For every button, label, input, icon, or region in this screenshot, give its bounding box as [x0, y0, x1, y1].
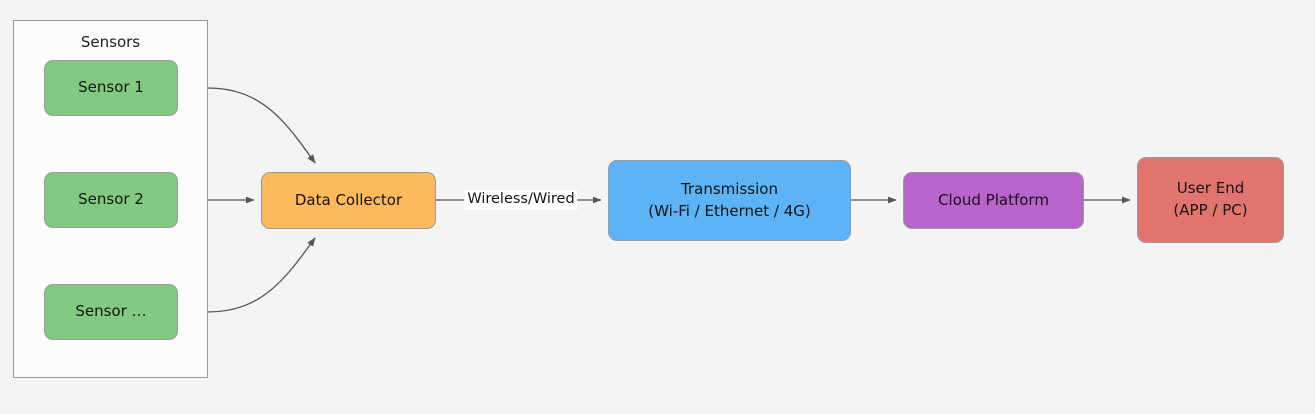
node-sensor1-label: Sensor 1 [78, 78, 144, 97]
edge-label-collector-transmission: Wireless/Wired [464, 190, 578, 210]
sensors-cluster-title: Sensors [80, 33, 141, 51]
node-transmission[interactable]: Transmission (Wi-Fi / Ethernet / 4G) [608, 160, 851, 241]
node-cloud-label: Cloud Platform [938, 190, 1049, 209]
node-sensor1[interactable]: Sensor 1 [44, 60, 178, 116]
node-sensorn[interactable]: Sensor … [44, 284, 178, 340]
node-userend-label: User End [1176, 179, 1245, 198]
node-userend[interactable]: User End (APP / PC) [1137, 157, 1284, 243]
node-transmission-sublabel: (Wi-Fi / Ethernet / 4G) [648, 201, 811, 220]
node-collector-label: Data Collector [294, 190, 403, 209]
node-transmission-label: Transmission [681, 179, 778, 198]
node-cloud[interactable]: Cloud Platform [903, 172, 1084, 229]
node-collector[interactable]: Data Collector [261, 172, 436, 229]
node-sensor2[interactable]: Sensor 2 [44, 172, 178, 228]
node-sensorn-label: Sensor … [75, 302, 147, 321]
node-userend-sublabel: (APP / PC) [1173, 201, 1248, 219]
node-sensor2-label: Sensor 2 [78, 190, 144, 209]
